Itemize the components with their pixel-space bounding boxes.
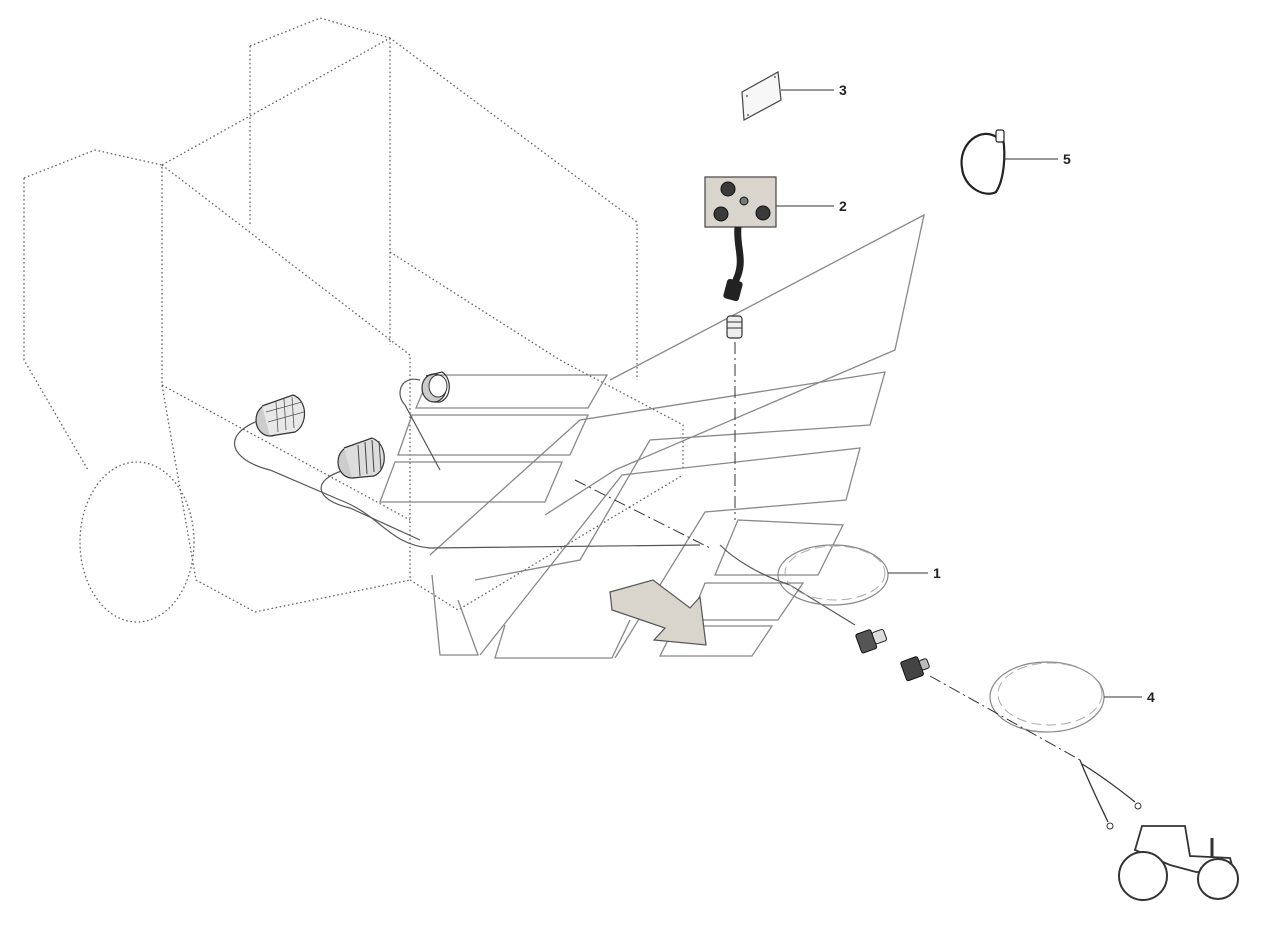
callout-4: 4 xyxy=(1147,689,1155,705)
decal-stripes xyxy=(379,213,925,659)
part-1-cable-coil: 1 xyxy=(777,544,941,606)
machine-outline xyxy=(23,17,684,623)
plug-connectors xyxy=(855,628,930,682)
part-4-tractor-cable: 4 xyxy=(929,661,1155,830)
callout-3: 3 xyxy=(839,82,847,98)
plug-2 xyxy=(900,656,930,682)
callout-1: 1 xyxy=(933,565,941,581)
tractor-icon xyxy=(1118,825,1239,901)
connector-socket xyxy=(726,315,743,339)
callout-2: 2 xyxy=(839,198,847,214)
rear-lamps xyxy=(255,371,450,479)
arrow-decal xyxy=(609,579,707,646)
internal-cables xyxy=(233,342,856,626)
part-5-cable-tie: 5 xyxy=(960,129,1071,195)
callout-5: 5 xyxy=(1063,151,1071,167)
lamp-ribbed xyxy=(337,437,385,479)
part-3-plate: 3 xyxy=(741,71,847,121)
plug-1 xyxy=(855,628,888,654)
lamp-ring xyxy=(421,371,450,403)
part-2-control-box: 2 xyxy=(704,176,847,302)
lamp-grille xyxy=(255,394,306,437)
